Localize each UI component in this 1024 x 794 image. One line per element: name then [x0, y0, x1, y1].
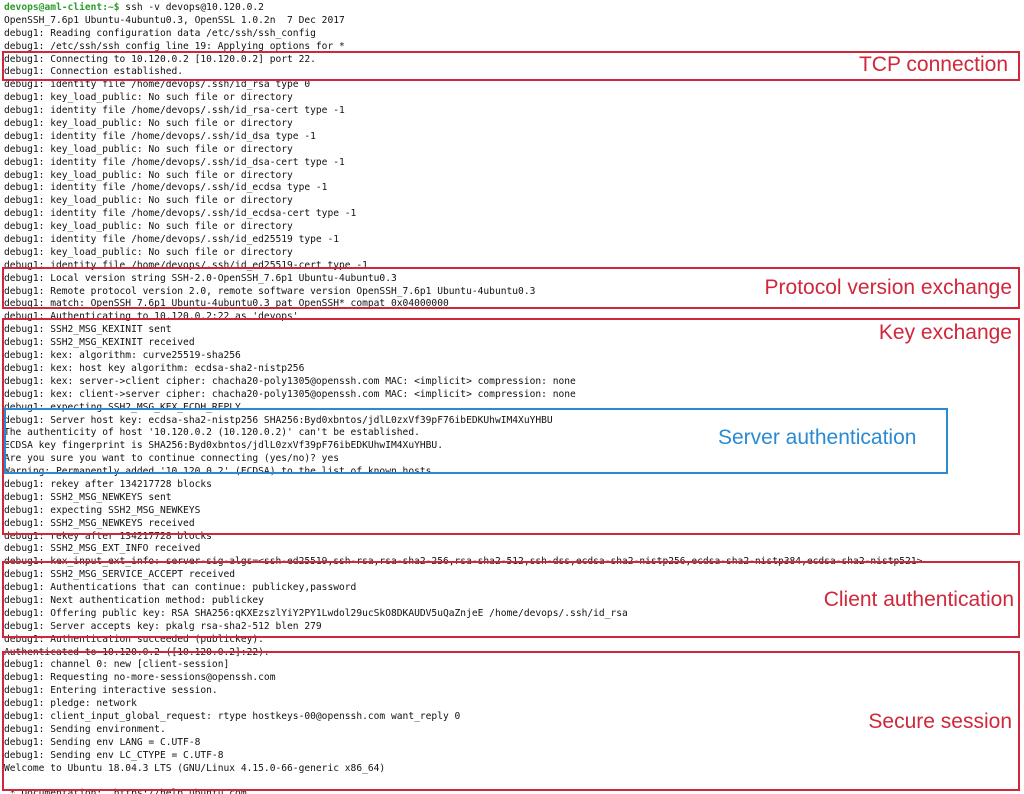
terminal-line: debug1: Next authentication method: publ… [4, 594, 264, 606]
terminal-line: * Documentation: https://help.ubuntu.com [4, 788, 247, 794]
terminal-line: debug1: Reading configuration data /etc/… [4, 27, 316, 39]
terminal-line: OpenSSH_7.6p1 Ubuntu-4ubuntu0.3, OpenSSL… [4, 14, 345, 26]
protocol-version-label: Protocol version exchange [762, 276, 1014, 300]
tcp-connection-label: TCP connection [856, 53, 1010, 77]
terminal-line: debug1: identity file /home/devops/.ssh/… [4, 259, 368, 271]
terminal-line: The authenticity of host '10.120.0.2 (10… [4, 427, 420, 439]
terminal-line: debug1: Connecting to 10.120.0.2 [10.120… [4, 53, 316, 65]
terminal-line: debug1: kex: server->client cipher: chac… [4, 375, 576, 387]
terminal-line: debug1: kex: host key algorithm: ecdsa-s… [4, 362, 305, 374]
terminal-line: debug1: Server host key: ecdsa-sha2-nist… [4, 414, 553, 426]
terminal-line: debug1: expecting SSH2_MSG_KEX_ECDH_REPL… [4, 401, 241, 413]
tcp-connection-box [2, 51, 1020, 81]
terminal-line: debug1: kex: algorithm: curve25519-sha25… [4, 350, 241, 362]
terminal-line: debug1: Authentication succeeded (public… [4, 633, 264, 645]
terminal-line: ECDSA key fingerprint is SHA256:Byd0xbnt… [4, 440, 443, 452]
terminal-line: debug1: identity file /home/devops/.ssh/… [4, 208, 357, 220]
terminal-line: debug1: pledge: network [4, 698, 137, 710]
terminal-line: debug1: Sending env LC_CTYPE = C.UTF-8 [4, 749, 224, 761]
terminal-line: debug1: SSH2_MSG_NEWKEYS sent [4, 491, 172, 503]
terminal-line: debug1: identity file /home/devops/.ssh/… [4, 182, 328, 194]
terminal-line: debug1: SSH2_MSG_KEXINIT received [4, 337, 195, 349]
terminal-line: debug1: identity file /home/devops/.ssh/… [4, 79, 311, 91]
client-authentication-box [2, 561, 1020, 638]
terminal-line: debug1: SSH2_MSG_SERVICE_ACCEPT received [4, 569, 236, 581]
terminal-line: debug1: SSH2_MSG_KEXINIT sent [4, 324, 172, 336]
terminal-line: debug1: key_load_public: No such file or… [4, 221, 293, 233]
terminal-line: debug1: rekey after 134217728 blocks [4, 530, 212, 542]
client-authentication-label: Client authentication [821, 588, 1016, 612]
terminal-line: debug1: key_load_public: No such file or… [4, 92, 293, 104]
terminal-line: debug1: identity file /home/devops/.ssh/… [4, 156, 345, 168]
terminal-line: debug1: key_load_public: No such file or… [4, 246, 293, 258]
server-authentication-box [4, 408, 948, 474]
terminal-line: debug1: key_load_public: No such file or… [4, 143, 293, 155]
terminal-line: debug1: Authentications that can continu… [4, 582, 357, 594]
terminal-line: debug1: SSH2_MSG_NEWKEYS received [4, 517, 195, 529]
terminal-output: devops@aml-client:~$ ssh -v devops@10.12… [4, 2, 922, 794]
terminal-line: debug1: Offering public key: RSA SHA256:… [4, 607, 628, 619]
prompt-line: devops@aml-client:~$ ssh -v devops@10.12… [4, 2, 922, 15]
protocol-version-box [2, 267, 1020, 309]
terminal-line: debug1: channel 0: new [client-session] [4, 659, 230, 671]
terminal-line: debug1: key_load_public: No such file or… [4, 169, 293, 181]
shell-prompt: devops@aml-client:~$ [4, 2, 120, 13]
terminal-line: debug1: SSH2_MSG_EXT_INFO received [4, 543, 201, 555]
terminal-line: debug1: kex: client->server cipher: chac… [4, 388, 576, 400]
key-exchange-box [2, 318, 1020, 535]
terminal-line: debug1: identity file /home/devops/.ssh/… [4, 234, 340, 246]
key-exchange-label: Key exchange [876, 321, 1014, 345]
secure-session-label: Secure session [866, 710, 1014, 734]
terminal-line: debug1: client_input_global_request: rty… [4, 710, 461, 722]
terminal-line: debug1: Authenticating to 10.120.0.2:22 … [4, 311, 299, 323]
terminal-line: debug1: /etc/ssh/ssh_config line 19: App… [4, 40, 345, 52]
terminal-line: Warning: Permanently added '10.120.0.2' … [4, 466, 438, 478]
terminal-line: debug1: Sending environment. [4, 723, 166, 735]
terminal-line: Are you sure you want to continue connec… [4, 453, 340, 465]
terminal-line: debug1: key_load_public: No such file or… [4, 195, 293, 207]
terminal-line: debug1: Local version string SSH-2.0-Ope… [4, 272, 397, 284]
terminal-line: debug1: identity file /home/devops/.ssh/… [4, 130, 316, 142]
server-authentication-label: Server authentication [716, 426, 919, 450]
terminal-line: debug1: Sending env LANG = C.UTF-8 [4, 736, 201, 748]
terminal-line: debug1: Remote protocol version 2.0, rem… [4, 285, 536, 297]
terminal-line: debug1: match: OpenSSH_7.6p1 Ubuntu-4ubu… [4, 298, 449, 310]
terminal-line: debug1: identity file /home/devops/.ssh/… [4, 105, 345, 117]
terminal-line: debug1: Requesting no-more-sessions@open… [4, 672, 276, 684]
terminal-line: debug1: Server accepts key: pkalg rsa-sh… [4, 620, 322, 632]
terminal-line: debug1: rekey after 134217728 blocks [4, 478, 212, 490]
terminal-line: debug1: Entering interactive session. [4, 685, 218, 697]
secure-session-box [2, 651, 1020, 791]
terminal-line: debug1: Connection established. [4, 66, 184, 78]
terminal-line: debug1: expecting SSH2_MSG_NEWKEYS [4, 504, 201, 516]
typed-command: ssh -v devops@10.120.0.2 [119, 2, 264, 13]
terminal-line: Welcome to Ubuntu 18.04.3 LTS (GNU/Linux… [4, 762, 386, 774]
terminal-line: debug1: key_load_public: No such file or… [4, 118, 293, 130]
